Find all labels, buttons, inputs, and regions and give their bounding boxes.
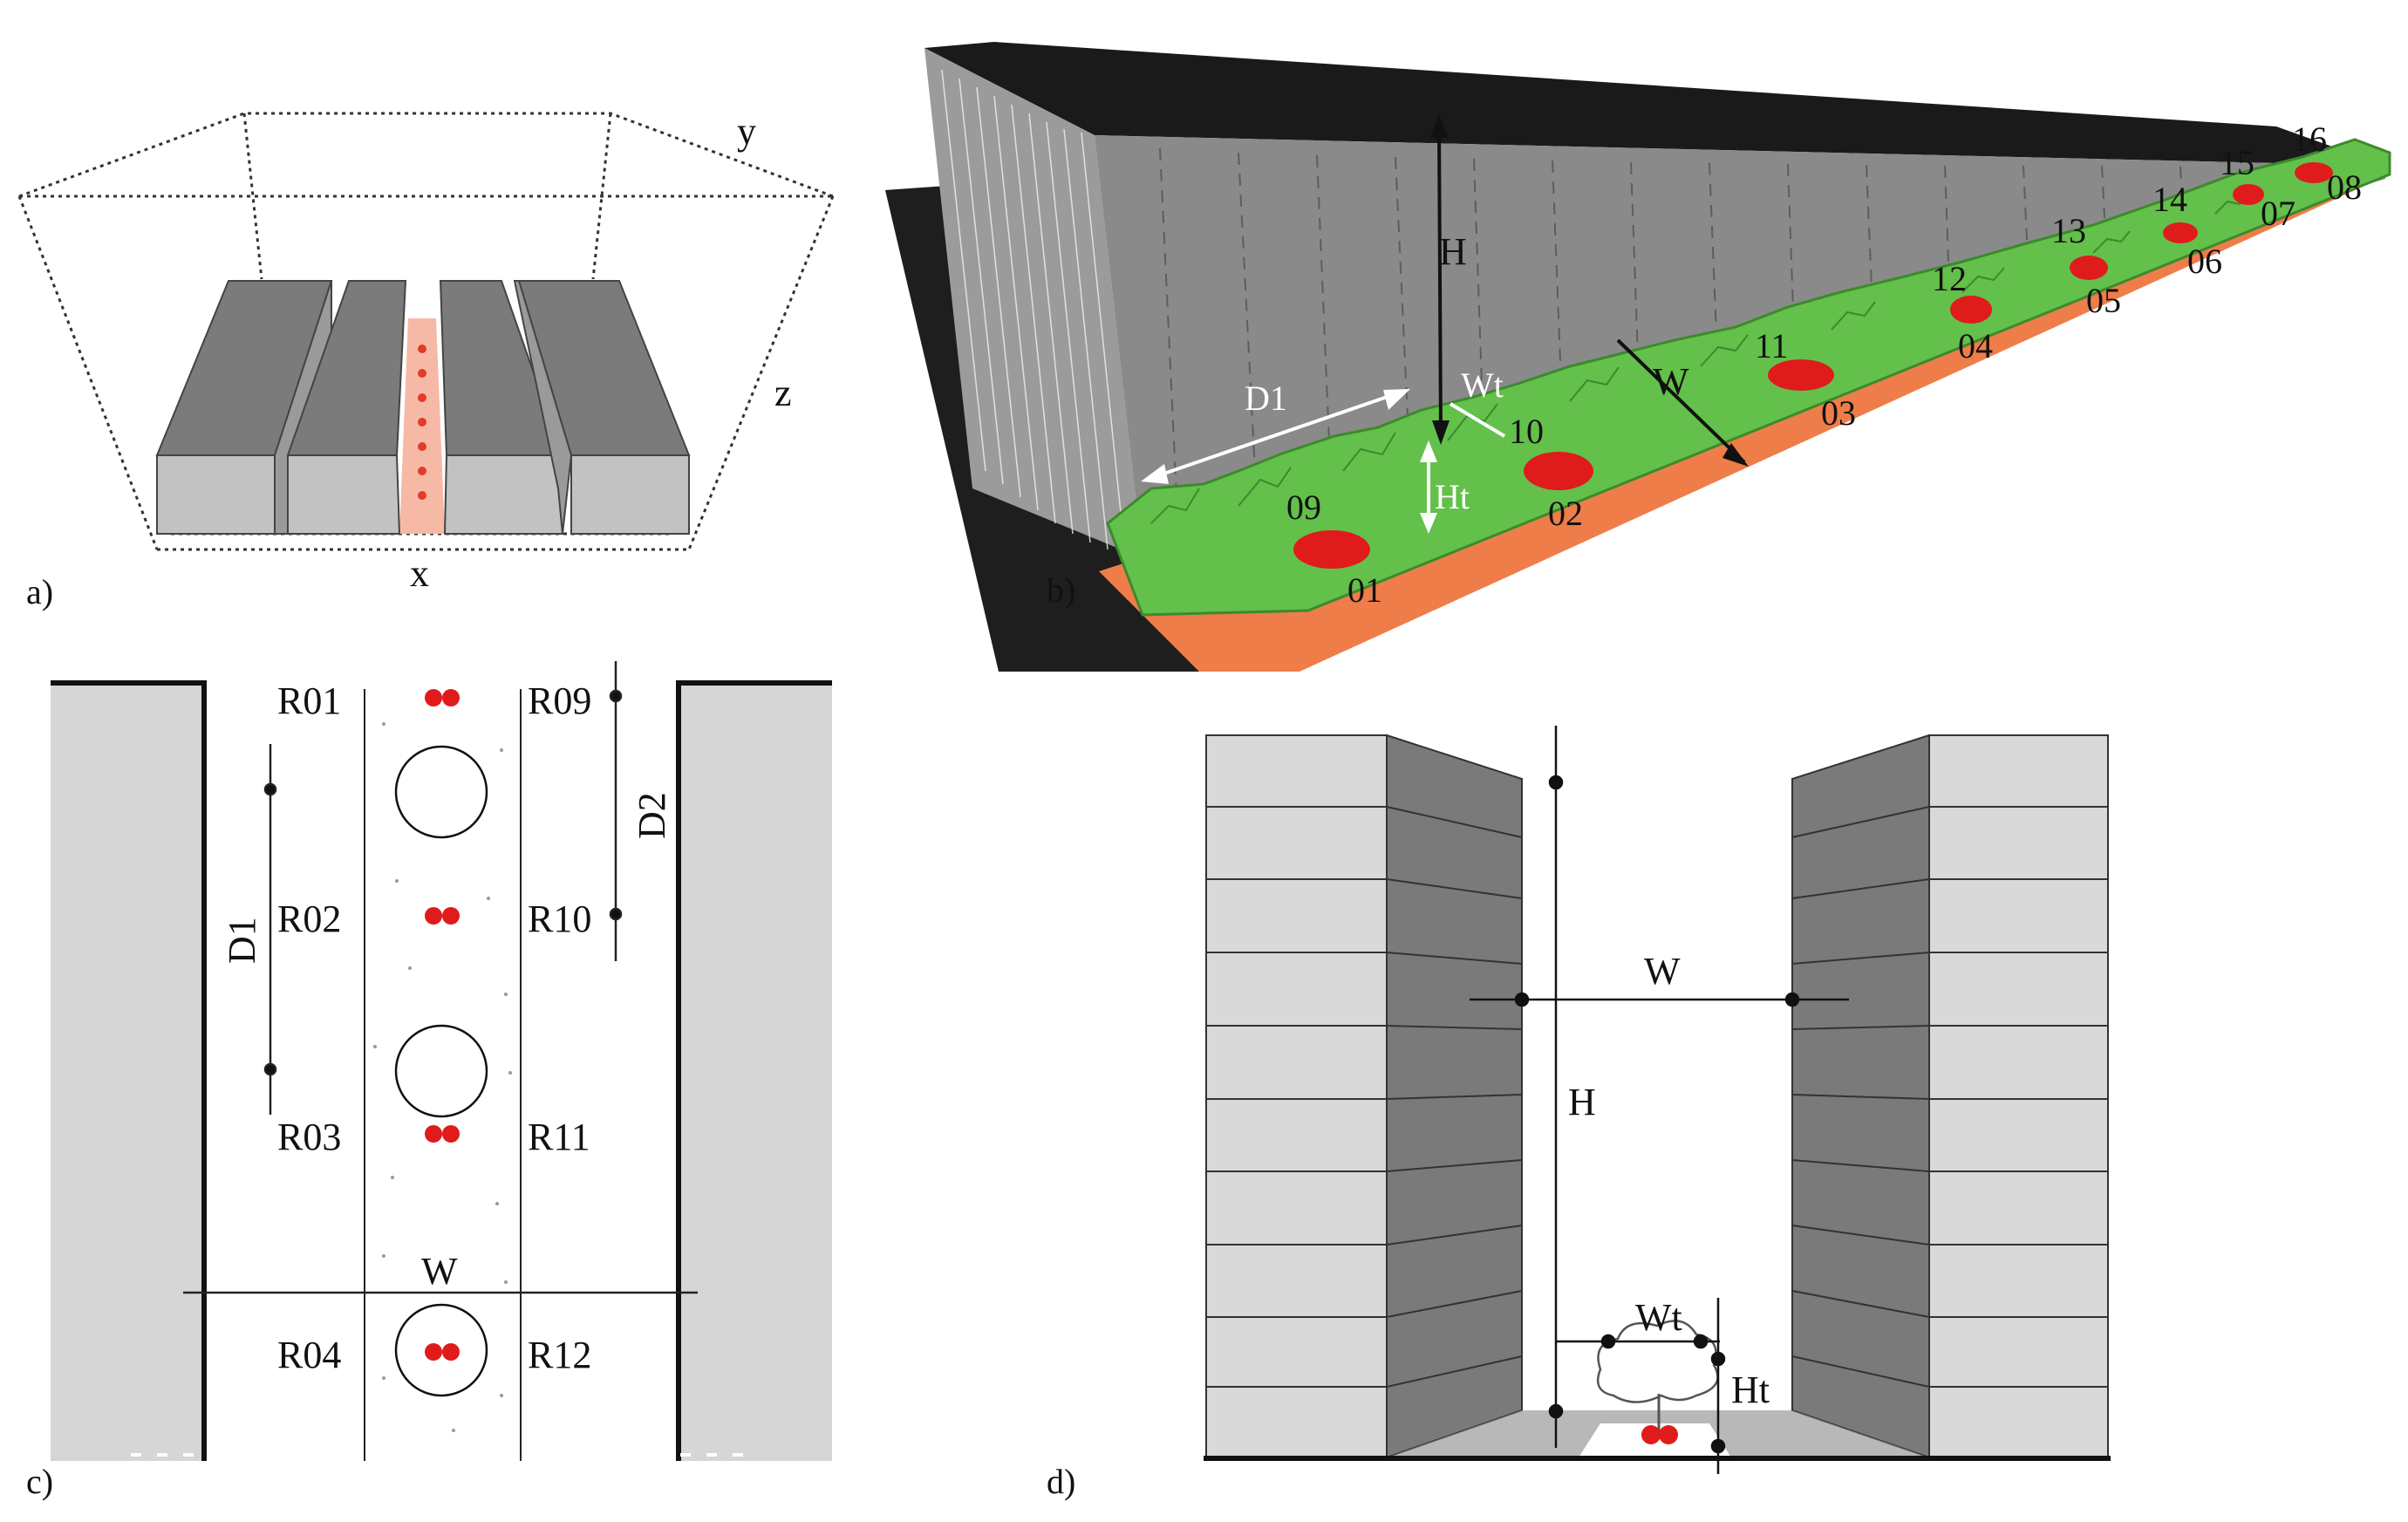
back-receptor-labels: 09 10 11 12 13 14 15 16 (1286, 119, 2327, 527)
axis-x-label: x (410, 552, 429, 595)
receptor-label: 12 (1932, 259, 1967, 298)
receptor-label: R11 (528, 1116, 590, 1158)
axis-y-label: y (737, 110, 756, 153)
receptor-label: 15 (2220, 143, 2255, 182)
receptor-label: R03 (277, 1116, 341, 1158)
dimension-lines (183, 661, 698, 1294)
floor-lines (1206, 806, 2108, 1388)
receptor-label: 16 (2292, 119, 2327, 159)
panel-a-tag: a) (26, 572, 53, 611)
building-top (924, 42, 2385, 166)
receptor-markers (1293, 162, 2333, 569)
panel-b-tag: b) (1047, 570, 1075, 610)
receptor-label: 04 (1958, 326, 1993, 365)
panel-a: y z x a) (17, 110, 835, 611)
receptor-pair (1641, 1425, 1678, 1444)
receptor-label: 02 (1548, 494, 1583, 533)
front-receptor-labels: 01 02 03 04 05 06 07 08 (1347, 167, 2362, 610)
label-wt: Wt (1461, 365, 1504, 405)
receptor-label: 01 (1347, 570, 1382, 610)
receptor-label: R02 (277, 898, 341, 940)
label-w: W (1653, 360, 1689, 403)
label-h: H (1568, 1081, 1596, 1123)
block-3 (439, 280, 564, 535)
label-h: H (1439, 230, 1467, 273)
receptor-label: 06 (2187, 242, 2222, 281)
label-ht: Ht (1435, 477, 1470, 516)
receptor-label: 05 (2086, 281, 2121, 320)
right-building (679, 680, 832, 1461)
panel-d: W H Wt Ht d) (1047, 726, 2111, 1501)
building-edges (51, 680, 832, 1461)
dimension-lines (1470, 726, 1849, 1474)
building-side-wall (924, 48, 1143, 558)
panel-c-tag: c) (26, 1462, 53, 1501)
front-wall-texture (1159, 147, 2183, 515)
receptor-label: 11 (1755, 326, 1789, 365)
label-ht: Ht (1731, 1368, 1770, 1411)
receptor-label: 10 (1509, 412, 1544, 451)
block-2 (286, 280, 407, 535)
tree-row-texture (1150, 195, 2249, 524)
receptor-label: R10 (528, 898, 591, 940)
receptor-label: R01 (277, 679, 341, 722)
receptor-label: 13 (2051, 211, 2086, 250)
label-wt: Wt (1635, 1296, 1682, 1339)
tree-crowns (394, 745, 488, 1397)
panel-b: H D1 Wt Ht W 01 02 03 04 05 06 07 08 09 … (885, 42, 2391, 672)
receptor-label: 08 (2327, 167, 2362, 207)
panel-d-tag: d) (1047, 1462, 1075, 1501)
receptor-label: 09 (1286, 488, 1321, 527)
receptor-label: 14 (2152, 180, 2187, 219)
label-d1: D1 (1245, 379, 1287, 418)
label-w: W (1644, 950, 1681, 993)
panel-c: R01 R02 R03 R04 R09 R10 R11 R12 D1 D2 W … (26, 661, 832, 1501)
height-arrow (1437, 121, 1443, 437)
axis-z-label: z (774, 372, 792, 414)
d1-arrow (1150, 391, 1401, 480)
label-d2: D2 (631, 792, 673, 839)
side-wall-texture (941, 69, 1126, 556)
receptor-label: 03 (1821, 393, 1856, 433)
w-arrow (1616, 338, 1746, 464)
receptor-pairs (425, 689, 460, 1361)
wt-arrow (1449, 402, 1506, 438)
receptor-label: R04 (277, 1334, 341, 1376)
right-building-front (1928, 734, 2109, 1458)
receptor-label: 07 (2261, 194, 2295, 233)
building-blocks (155, 280, 691, 535)
label-w: W (421, 1250, 458, 1293)
label-d1: D1 (221, 917, 263, 964)
dimension-arrows (1141, 113, 1749, 534)
receptor-label: R12 (528, 1334, 591, 1376)
block-4 (513, 280, 691, 535)
street-receptors (418, 345, 426, 500)
left-building-front (1205, 734, 1388, 1458)
tree-strip (364, 689, 522, 1461)
receptor-label: R09 (528, 679, 591, 722)
tree-strip-speckles (373, 722, 512, 1432)
left-building (51, 680, 206, 1461)
